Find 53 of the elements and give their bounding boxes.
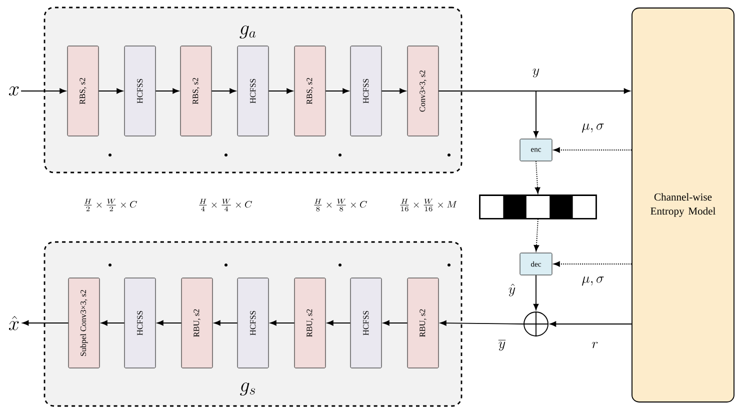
arrow — [534, 218, 540, 252]
arrow — [554, 147, 632, 153]
edge-label: $\overline{y}$ — [498, 340, 506, 351]
process-box: RBS, s2 — [294, 46, 326, 136]
process-box: Conv3×3, s2 — [407, 46, 439, 136]
arrow — [440, 320, 524, 326]
entropy-model-box: Channel-wise Entropy Model — [632, 8, 734, 402]
edge-label: $\mu,\sigma$ — [582, 276, 604, 286]
arrow — [327, 320, 351, 326]
arrow — [550, 321, 632, 327]
process-box: HCFSS — [350, 278, 382, 368]
process-box: RBS, s2 — [180, 46, 212, 136]
process-box: HCFSS — [237, 46, 269, 136]
process-box: RBS, s2 — [67, 46, 99, 136]
arrow — [325, 88, 349, 94]
process-box: HCFSS — [350, 46, 382, 136]
process-box: HCFSS — [124, 46, 156, 136]
arrow — [101, 320, 125, 326]
arrow — [534, 160, 540, 194]
container-label: $g_a$ — [240, 25, 256, 39]
arrow — [268, 88, 293, 94]
dimension-label: $\frac{H}{8}\times\frac{W}{8}\times C$ — [314, 198, 367, 212]
arrow — [157, 320, 182, 326]
process-box: HCFSS — [237, 278, 269, 368]
arrow — [554, 261, 632, 267]
edge-label: $y$ — [532, 68, 540, 78]
arrow — [381, 88, 406, 94]
arrow — [533, 274, 539, 310]
arrow — [155, 88, 179, 94]
edge-label: $\hat{y}$ — [508, 284, 516, 296]
arrow — [20, 88, 66, 94]
input-symbol: $x$ — [8, 86, 19, 96]
dimension-label: $\frac{H}{16}\times\frac{W}{16}\times M$ — [400, 198, 457, 212]
dimension-label: $\frac{H}{2}\times\frac{W}{2}\times C$ — [84, 198, 137, 212]
arrow — [98, 88, 123, 94]
arrow — [22, 320, 69, 326]
process-box: RBU, s2 — [294, 278, 326, 368]
arrow — [383, 320, 408, 326]
arrow — [270, 320, 295, 326]
edge-label: $r$ — [592, 342, 598, 348]
process-box: RBU, s2 — [407, 278, 439, 368]
container-label: $g_s$ — [240, 382, 256, 396]
output-symbol: $\hat{x}$ — [8, 316, 19, 330]
process-box: Subpel Conv3×3, s2 — [68, 278, 100, 368]
sum-circle — [523, 311, 549, 337]
arrow — [214, 320, 238, 326]
arrow — [438, 90, 539, 138]
dimension-label: $\frac{H}{4}\times\frac{W}{4}\times C$ — [199, 198, 252, 212]
process-box: RBU, s2 — [181, 278, 213, 368]
process-box: HCFSS — [124, 278, 156, 368]
edge-label: $\mu,\sigma$ — [582, 123, 604, 133]
bitstream-bar — [479, 194, 597, 220]
arrow — [211, 88, 236, 94]
